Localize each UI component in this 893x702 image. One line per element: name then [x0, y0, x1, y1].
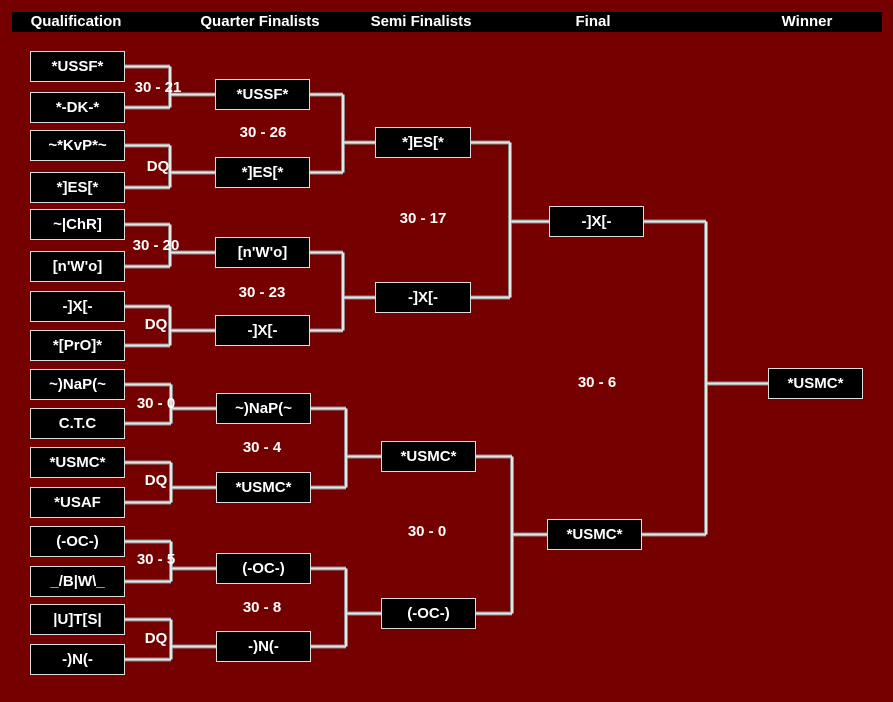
connector-qualification-5 — [125, 383, 216, 425]
semi-finalist-4: (-OC-) — [381, 598, 476, 629]
quarter-finalist-6: *USMC* — [216, 472, 311, 503]
qualification-team-9: ~)NaP(~ — [30, 369, 125, 400]
connector-semi-1 — [471, 141, 549, 299]
semi-finalist-3: *USMC* — [381, 441, 476, 472]
header-bar — [12, 12, 882, 32]
qualification-score-8: DQ — [144, 630, 168, 647]
qualification-score-1: 30 - 21 — [134, 79, 182, 96]
quarter-score-4: 30 - 8 — [242, 599, 282, 616]
qualification-team-5: ~|ChR] — [30, 209, 125, 240]
qualification-team-16: -)N(- — [30, 644, 125, 675]
quarter-finalist-1: *USSF* — [215, 79, 310, 110]
connector-qualification-8 — [125, 618, 216, 661]
qualification-team-14: _/B|W\_ — [30, 566, 125, 597]
quarter-finalist-4: -]X[- — [215, 315, 310, 346]
connector-qualification-1 — [125, 65, 215, 109]
qualification-team-15: |U]T[S| — [30, 604, 125, 635]
header-quarter-finalists: Quarter Finalists — [200, 13, 320, 30]
header-winner: Winner — [781, 13, 833, 30]
semi-score-1: 30 - 17 — [399, 210, 447, 227]
semi-score-2: 30 - 0 — [407, 523, 447, 540]
qualification-team-12: *USAF — [30, 487, 125, 518]
qualification-team-8: *[PrO]* — [30, 330, 125, 361]
qualification-team-13: (-OC-) — [30, 526, 125, 557]
semi-finalist-1: *]ES[* — [375, 127, 471, 158]
connector-quarter-3 — [311, 407, 381, 489]
connector-qualification-3 — [125, 223, 215, 268]
qualification-score-7: 30 - 5 — [136, 551, 176, 568]
header-qualification: Qualification — [30, 13, 122, 30]
qualification-team-2: *-DK-* — [30, 92, 125, 123]
connector-quarter-4 — [311, 567, 381, 648]
header-final: Final — [575, 13, 611, 30]
quarter-finalist-8: -)N(- — [216, 631, 311, 662]
final-score: 30 - 6 — [577, 374, 617, 391]
qualification-score-6: DQ — [144, 472, 168, 489]
semi-finalist-2: -]X[- — [375, 282, 471, 313]
connector-qualification-2 — [125, 144, 215, 189]
qualification-score-5: 30 - 0 — [136, 395, 176, 412]
qualification-team-10: C.T.C — [30, 408, 125, 439]
quarter-finalist-2: *]ES[* — [215, 157, 310, 188]
finalist-2: *USMC* — [547, 519, 642, 550]
qualification-score-4: DQ — [144, 316, 168, 333]
connector-qualification-6 — [125, 461, 216, 504]
qualification-team-11: *USMC* — [30, 447, 125, 478]
quarter-score-2: 30 - 23 — [238, 284, 286, 301]
quarter-finalist-5: ~)NaP(~ — [216, 393, 311, 424]
quarter-finalist-3: [n'W'o] — [215, 237, 310, 268]
winner-box: *USMC* — [768, 368, 863, 399]
qualification-score-2: DQ — [146, 158, 170, 175]
qualification-team-6: [n'W'o] — [30, 251, 125, 282]
quarter-finalist-7: (-OC-) — [216, 553, 311, 584]
connector-semi-2 — [476, 455, 547, 615]
connector-qualification-4 — [125, 305, 215, 347]
quarter-score-3: 30 - 4 — [242, 439, 282, 456]
qualification-team-4: *]ES[* — [30, 172, 125, 203]
qualification-score-3: 30 - 20 — [132, 237, 180, 254]
connector-final — [642, 220, 768, 536]
quarter-score-1: 30 - 26 — [239, 124, 287, 141]
connector-qualification-7 — [125, 540, 216, 583]
finalist-1: -]X[- — [549, 206, 644, 237]
connector-quarter-1 — [310, 93, 375, 174]
connector-quarter-2 — [310, 251, 375, 332]
qualification-team-7: -]X[- — [30, 291, 125, 322]
header-semi-finalists: Semi Finalists — [370, 13, 472, 30]
qualification-team-1: *USSF* — [30, 51, 125, 82]
qualification-team-3: ~*KvP*~ — [30, 130, 125, 161]
